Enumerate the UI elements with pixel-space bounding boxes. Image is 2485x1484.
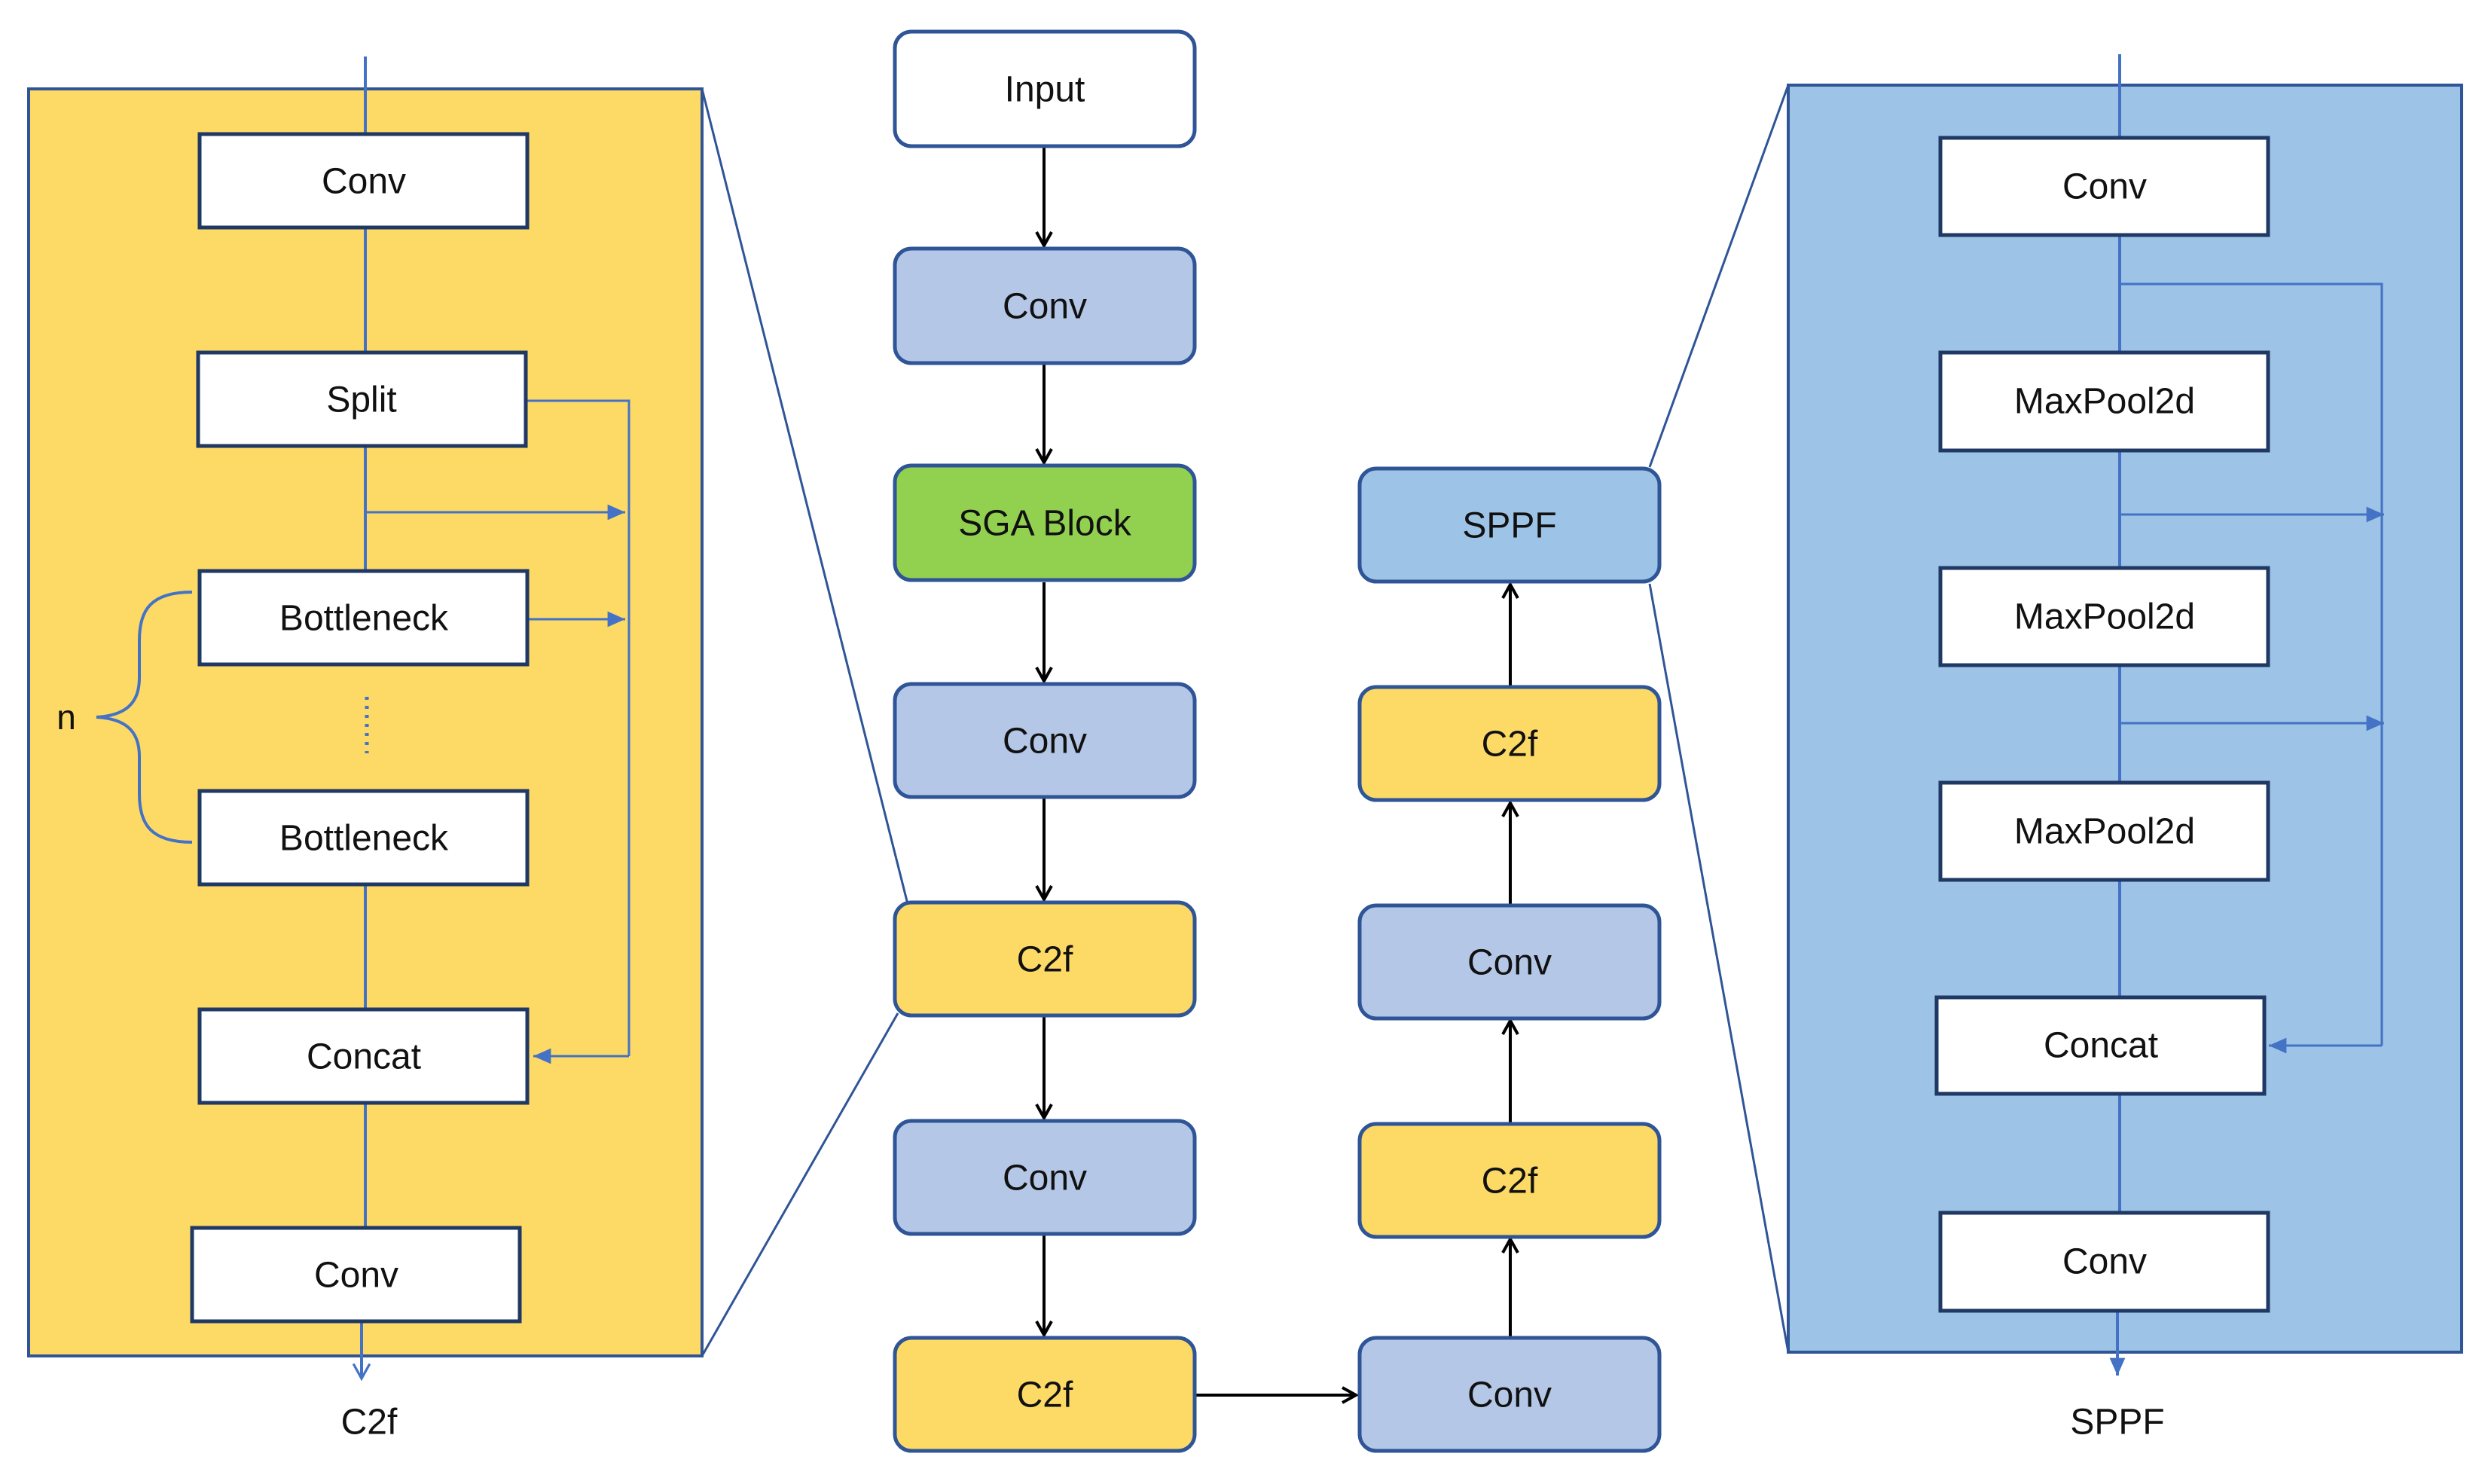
node-sppf-label: SPPF	[1462, 506, 1556, 546]
c2f-concat-label: Concat	[307, 1037, 421, 1077]
main-flow-arrows	[1044, 148, 1510, 1395]
node-sga-block-label: SGA Block	[958, 504, 1131, 544]
node-c2f-3-label: C2f	[1482, 1162, 1538, 1202]
c2f-repeat-brace	[96, 591, 193, 844]
sppf-maxpool-3-node: MaxPool2d	[1938, 780, 2270, 882]
sppf-caption: SPPF	[2070, 1403, 2164, 1443]
c2f-conv-bottom-label: Conv	[314, 1256, 398, 1296]
node-sppf: SPPF	[1357, 466, 1662, 584]
sppf-detail-panel: Conv MaxPool2d MaxPool2d MaxPool2d Conca…	[1787, 54, 2463, 1443]
c2f-split-label: Split	[326, 380, 396, 420]
c2f-zoom-line-bottom	[701, 1012, 899, 1357]
node-conv-4-label: Conv	[1467, 1376, 1552, 1415]
node-conv-5: Conv	[1357, 903, 1662, 1021]
node-input-label: Input	[1005, 70, 1085, 110]
sppf-maxpool-2-node: MaxPool2d	[1938, 566, 2270, 667]
node-conv-2: Conv	[893, 682, 1197, 799]
node-input: Input	[893, 29, 1197, 148]
node-c2f-4: C2f	[1357, 685, 1662, 802]
c2f-bottleneck-2-node: Bottleneck	[197, 789, 530, 887]
sppf-zoom-line-top	[1648, 84, 1790, 468]
sppf-concat-node: Concat	[1934, 995, 2267, 1096]
sppf-conv-bottom-node: Conv	[1938, 1211, 2270, 1313]
node-conv-1-label: Conv	[1003, 287, 1087, 327]
node-conv-3: Conv	[893, 1119, 1197, 1236]
sppf-conv-bottom-label: Conv	[2062, 1242, 2147, 1282]
c2f-bottleneck-1-label: Bottleneck	[279, 599, 449, 639]
c2f-conv-top-label: Conv	[322, 162, 406, 202]
node-conv-1: Conv	[893, 246, 1197, 365]
c2f-split-branch	[527, 399, 630, 1056]
node-c2f-3: C2f	[1357, 1122, 1662, 1239]
node-conv-3-label: Conv	[1003, 1159, 1087, 1198]
c2f-bottleneck-2-label: Bottleneck	[279, 819, 449, 859]
sppf-conv-top-node: Conv	[1938, 136, 2270, 237]
c2f-concat-node: Concat	[197, 1007, 530, 1105]
sppf-panel-background	[1787, 84, 2463, 1354]
main-flow-nodes: Input Conv SGA Block Conv C2f Conv C2f	[893, 29, 1662, 1453]
node-conv-2-label: Conv	[1003, 722, 1087, 762]
sppf-concat-label: Concat	[2044, 1026, 2158, 1066]
sppf-conv-top-label: Conv	[2062, 167, 2147, 207]
node-c2f-2: C2f	[893, 1336, 1197, 1453]
sppf-branch	[2120, 282, 2383, 1046]
node-c2f-4-label: C2f	[1482, 725, 1538, 765]
node-conv-5-label: Conv	[1467, 943, 1552, 983]
node-c2f-1-label: C2f	[1017, 940, 1073, 980]
node-sga-block: SGA Block	[893, 463, 1197, 582]
node-c2f-1: C2f	[893, 900, 1197, 1018]
c2f-split-node: Split	[196, 350, 528, 448]
sppf-maxpool-1-node: MaxPool2d	[1938, 350, 2270, 453]
c2f-repeat-label: n	[56, 698, 76, 737]
c2f-detail-panel: n Conv Split Bottleneck Bottleneck Conca…	[27, 56, 704, 1443]
sppf-zoom-line-bottom	[1648, 583, 1790, 1353]
sppf-maxpool-3-label: MaxPool2d	[2014, 812, 2195, 852]
sppf-maxpool-2-label: MaxPool2d	[2014, 597, 2195, 637]
c2f-conv-top-node: Conv	[197, 132, 530, 230]
sppf-maxpool-1-label: MaxPool2d	[2014, 382, 2195, 422]
node-conv-4: Conv	[1357, 1336, 1662, 1453]
c2f-caption: C2f	[341, 1403, 398, 1443]
c2f-bottleneck-1-node: Bottleneck	[197, 569, 530, 667]
node-c2f-2-label: C2f	[1017, 1376, 1073, 1415]
c2f-zoom-line-top	[701, 88, 909, 905]
c2f-conv-bottom-node: Conv	[190, 1226, 522, 1324]
